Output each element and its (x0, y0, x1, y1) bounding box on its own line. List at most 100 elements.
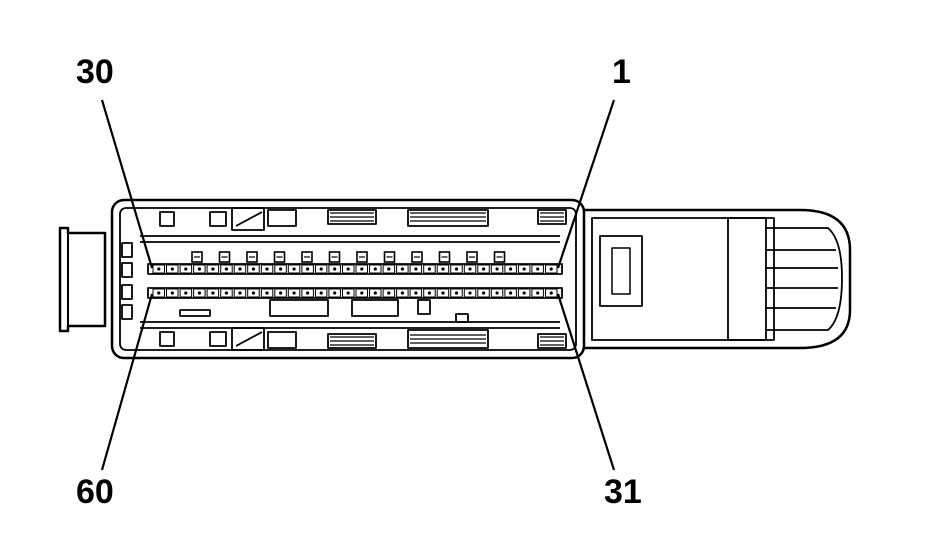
contact-pin-hole (373, 267, 377, 271)
pin-locking-tabs (191, 251, 506, 263)
contact-pin-hole (279, 291, 283, 295)
pin-lock-tab (383, 251, 396, 263)
pin-row-lower (152, 288, 558, 298)
contact-pin (179, 288, 193, 298)
contact-pin-hole (319, 291, 323, 295)
contact-pin (517, 288, 531, 298)
contact-pin (301, 264, 314, 274)
contact-pin (355, 264, 368, 274)
pin-lock-tab (466, 251, 478, 263)
contact-pin-hole (265, 291, 269, 295)
contact-pin (463, 264, 477, 274)
pin-lock-tab (273, 251, 286, 263)
slider-ribs (765, 227, 843, 331)
contact-pin-hole (184, 267, 188, 271)
contact-pin (342, 288, 355, 298)
leader-line-60 (100, 293, 154, 471)
contact-pin (328, 288, 341, 298)
contact-pin-hole (400, 267, 404, 271)
contact-pin-hole (427, 291, 431, 295)
contact-pin (287, 264, 301, 274)
contact-pin (247, 288, 260, 298)
contact-pin (409, 264, 423, 274)
contact-pin (152, 264, 165, 274)
contact-pin (490, 288, 504, 298)
contact-pin-hole (387, 267, 391, 271)
contact-pin (274, 264, 287, 274)
contact-pin (396, 264, 409, 274)
contact-pin-hole (387, 291, 391, 295)
contact-pin-hole (536, 267, 540, 271)
contact-pin-hole (373, 291, 377, 295)
contact-pin-hole (333, 267, 337, 271)
contact-pin-hole (549, 291, 553, 295)
contact-pin-hole (468, 267, 472, 271)
contact-pin (477, 288, 490, 298)
contact-pin (233, 264, 247, 274)
contact-pin (193, 288, 206, 298)
slider-window (591, 217, 775, 341)
contact-pin (220, 264, 233, 274)
contact-pin (260, 288, 274, 298)
contact-pin-hole (522, 267, 526, 271)
contact-pin-hole (319, 267, 323, 271)
contact-pin-hole (306, 267, 310, 271)
pin-label-60: 60 (76, 473, 114, 511)
contact-pin-hole (238, 267, 242, 271)
contact-pin-hole (414, 291, 418, 295)
slider-clip-inner (611, 247, 631, 295)
leader-line-1 (556, 99, 616, 269)
contact-pin (166, 288, 179, 298)
contact-pin (233, 288, 247, 298)
pin-row-frame-lower (147, 287, 563, 299)
contact-pin (220, 288, 233, 298)
contact-pin-hole (211, 267, 215, 271)
pin-label-1: 1 (612, 53, 631, 91)
contact-pin (369, 288, 382, 298)
guide-rails (140, 235, 560, 329)
contact-pin-hole (197, 267, 201, 271)
contact-pin (490, 264, 504, 274)
pin-row-upper (152, 264, 558, 274)
connector-slider (584, 208, 852, 350)
contact-pin-hole (251, 267, 256, 271)
contact-pin (517, 264, 531, 274)
connector-left-flange (58, 226, 107, 333)
contact-pin-hole (360, 267, 364, 271)
leader-line-31 (556, 293, 616, 471)
contact-pin-hole (292, 267, 296, 271)
pin-label-31: 31 (604, 473, 642, 511)
contact-pin-hole (170, 291, 174, 295)
pin-lock-tab (328, 251, 341, 263)
contact-pin-hole (184, 291, 188, 295)
contact-pin (436, 264, 450, 274)
contact-pin (355, 288, 368, 298)
pin-row-frame-upper (147, 263, 563, 275)
contact-pin-hole (170, 267, 174, 271)
contact-pin (287, 288, 301, 298)
contact-pin-hole (509, 267, 513, 271)
contact-pin-hole (482, 291, 486, 295)
contact-pin-hole (454, 291, 459, 295)
contact-pin (247, 264, 260, 274)
contact-pin (409, 288, 423, 298)
contact-pin-hole (468, 291, 472, 295)
contact-pin (260, 264, 274, 274)
contact-pin (206, 288, 220, 298)
contact-pin-hole (211, 291, 215, 295)
contact-pin (545, 288, 558, 298)
contact-pin (531, 264, 544, 274)
contact-pin-hole (157, 267, 161, 271)
contact-pin (531, 288, 544, 298)
contact-pin-hole (251, 291, 256, 295)
contact-pin (206, 264, 220, 274)
contact-pin (436, 288, 450, 298)
leader-line-30 (100, 99, 154, 269)
bottom-details (159, 299, 567, 351)
contact-pin-hole (279, 267, 283, 271)
top-hatching (330, 212, 564, 222)
pin-lock-tab (411, 251, 423, 263)
contact-pin-hole (427, 267, 431, 271)
connector-body-inner (119, 207, 577, 351)
